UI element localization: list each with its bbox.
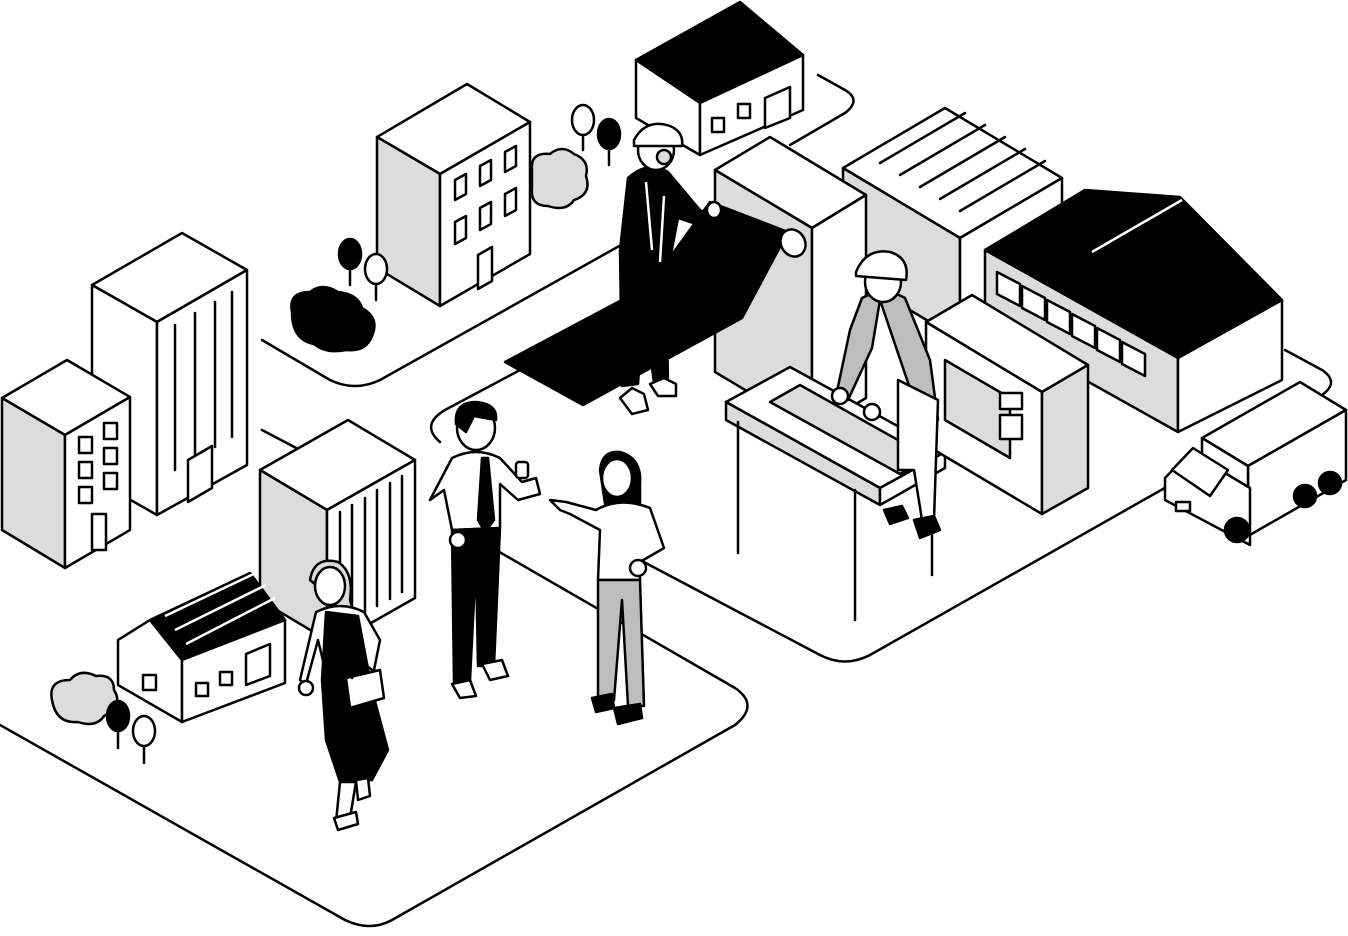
factory-worker-helmet: [830, 250, 942, 540]
tree-light-lower-left: [131, 714, 157, 765]
tree-light-top: [570, 103, 596, 152]
tree-light-upper-left: [363, 252, 389, 302]
left-apartment-building: [0, 358, 132, 570]
upper-apartment-building: [375, 82, 532, 308]
center-block-outline: [430, 368, 522, 444]
door: [186, 444, 214, 504]
upper-road-curve: [788, 73, 855, 147]
windows: [77, 421, 119, 552]
workbench: [724, 365, 947, 622]
top-house: [634, 0, 805, 157]
bush-lower-left: [50, 671, 119, 726]
upper-block-outline: [260, 238, 632, 388]
bush-dark-upper-left: [290, 285, 376, 353]
small-house-solar-roof: [116, 570, 287, 724]
woman-with-handbag: [297, 559, 390, 832]
windows: [453, 144, 518, 291]
factory-hall-black-roof: [983, 188, 1284, 434]
man-with-tie: [428, 400, 542, 700]
tree-dark-upper-left: [337, 237, 363, 287]
delivery-truck: [1163, 380, 1348, 547]
tree-dark-top: [596, 117, 622, 167]
worker-with-respirator: [618, 122, 714, 416]
lower-left-block-outline: [0, 533, 749, 928]
tree-dark-lower-left: [105, 699, 131, 750]
woman-talking: [548, 450, 666, 726]
lower-left-block-top-edge: [260, 428, 302, 452]
road-outlines: [0, 73, 1333, 928]
hall-windows: [995, 270, 1147, 378]
right-block-outline: [638, 483, 1172, 663]
bush-upper-right: [530, 147, 589, 210]
cutting-machine: [924, 293, 1090, 516]
